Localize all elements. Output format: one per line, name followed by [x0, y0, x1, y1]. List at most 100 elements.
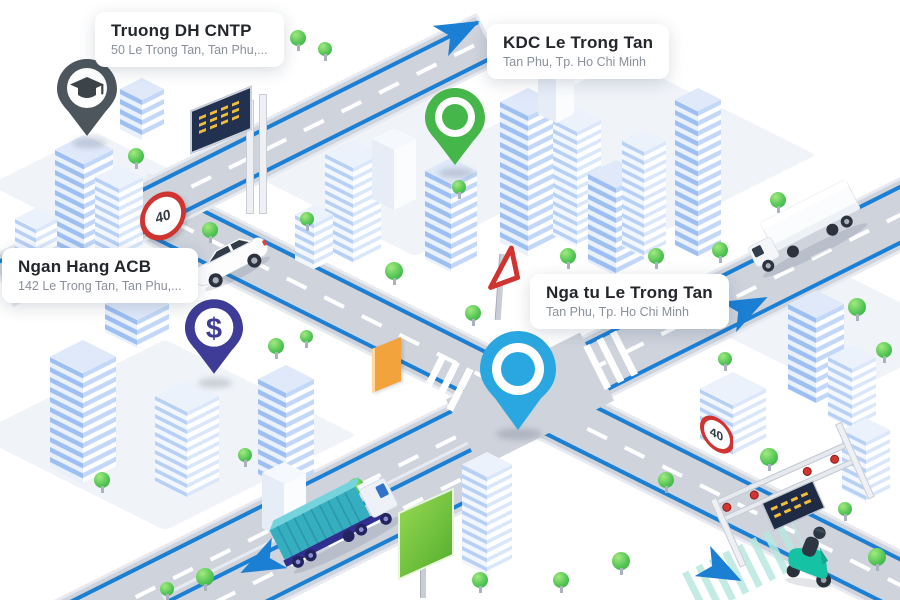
- university-pin[interactable]: [56, 58, 118, 138]
- building-face: [394, 138, 416, 210]
- tree-trunk: [559, 586, 563, 593]
- tree-crown: [868, 548, 886, 566]
- building: [95, 165, 143, 275]
- tree: [868, 548, 886, 571]
- route-arrow-mid-east: [720, 297, 768, 333]
- location-title: Truong DH CNTP: [111, 21, 252, 40]
- building: [258, 365, 314, 489]
- building-face: [314, 214, 333, 269]
- tree-trunk: [274, 352, 278, 359]
- location-card-nga-tu-le-trong-tan[interactable]: Nga tu Le Trong Tan Tan Phu, Tp. Ho Chi …: [530, 274, 729, 329]
- building: [425, 158, 477, 273]
- route-arrow-south-west: [240, 537, 288, 573]
- location-title: KDC Le Trong Tan: [503, 33, 654, 52]
- sign-pole: [259, 94, 267, 214]
- building: [372, 128, 416, 211]
- tree-trunk: [134, 162, 138, 169]
- tree-crown: [128, 148, 144, 164]
- tree: [300, 330, 313, 348]
- bank-pin[interactable]: $: [184, 296, 244, 378]
- tree-trunk: [208, 236, 212, 243]
- tree-trunk: [457, 192, 461, 199]
- tree-crown: [465, 305, 481, 321]
- tree: [658, 472, 674, 493]
- building: [15, 208, 57, 285]
- location-card-truong-dh-cntp[interactable]: Truong DH CNTP 50 Le Trong Tan, Tan Phu,…: [95, 12, 284, 67]
- building-face: [698, 99, 721, 256]
- tree: [290, 30, 306, 51]
- pin-shadow: [198, 378, 232, 388]
- building-face: [83, 356, 116, 483]
- truck-container: [263, 459, 419, 586]
- tree-trunk: [776, 206, 780, 213]
- speed-limit-sign: 40: [699, 408, 734, 460]
- location-subtitle: 50 Le Trong Tan, Tan Phu,...: [111, 43, 268, 57]
- tree-trunk: [323, 54, 327, 61]
- building: [462, 452, 512, 576]
- tree-crown: [770, 192, 786, 208]
- tree: [648, 248, 664, 269]
- scooter: [777, 518, 844, 596]
- pin-shadow: [496, 428, 542, 440]
- dot-icon: [442, 104, 468, 130]
- building: [622, 130, 666, 258]
- tree: [318, 42, 332, 61]
- tree-crown: [712, 242, 728, 258]
- location-card-ngan-hang-acb[interactable]: Ngan Hang ACB 142 Le Trong Tan, Tan Phu,…: [2, 248, 198, 303]
- route-arrow-south-east: [694, 545, 742, 581]
- residential-pin[interactable]: [424, 84, 486, 170]
- building: [262, 462, 306, 540]
- tree-crown: [848, 298, 866, 316]
- building-face: [553, 120, 577, 248]
- pin-shadow: [72, 138, 106, 148]
- tree-crown: [648, 248, 664, 264]
- building: [120, 78, 164, 141]
- building-face: [675, 99, 698, 257]
- tree-crown: [452, 180, 466, 194]
- tree-crown: [300, 212, 314, 226]
- tree-crown: [94, 472, 110, 488]
- toll-signboard: [761, 480, 826, 531]
- tree-trunk: [392, 278, 396, 285]
- location-subtitle: Tan Phu, Tp. Ho Chi Minh: [546, 305, 689, 319]
- building-face: [425, 171, 451, 273]
- tree: [838, 502, 852, 521]
- tree: [770, 192, 786, 213]
- building-face: [462, 464, 487, 576]
- tree: [760, 448, 778, 471]
- tree: [385, 262, 403, 285]
- tree-crown: [318, 42, 332, 56]
- tree: [196, 568, 214, 591]
- tree-crown: [202, 222, 218, 238]
- tree-trunk: [718, 256, 722, 263]
- tree-trunk: [305, 341, 308, 348]
- tree-trunk: [165, 594, 169, 600]
- tree-trunk: [100, 486, 104, 493]
- car-white: [184, 223, 280, 302]
- building-face: [155, 396, 187, 498]
- tree-crown: [553, 572, 569, 588]
- building: [325, 140, 381, 264]
- location-card-kdc-le-trong-tan[interactable]: KDC Le Trong Tan Tan Phu, Tp. Ho Chi Min…: [487, 24, 670, 79]
- tree: [160, 582, 174, 600]
- tree: [94, 472, 110, 493]
- tree-trunk: [619, 568, 623, 575]
- tree: [553, 572, 569, 593]
- location-subtitle: 142 Le Trong Tan, Tan Phu,...: [18, 279, 182, 293]
- building: [50, 340, 116, 484]
- tree-crown: [658, 472, 674, 488]
- tree: [300, 212, 314, 231]
- billboard-pole: [420, 558, 426, 598]
- tree-trunk: [875, 564, 879, 571]
- intersection-pin[interactable]: [478, 330, 558, 432]
- location-title: Ngan Hang ACB: [18, 257, 152, 276]
- building-face: [788, 304, 816, 404]
- tree-crown: [238, 448, 252, 462]
- building-face: [50, 356, 83, 484]
- tree: [465, 305, 481, 326]
- tree-trunk: [478, 586, 482, 593]
- yield-sign-icon: [488, 245, 521, 290]
- tree-crown: [268, 338, 284, 354]
- tree-crown: [876, 342, 892, 358]
- tree-crown: [196, 568, 214, 586]
